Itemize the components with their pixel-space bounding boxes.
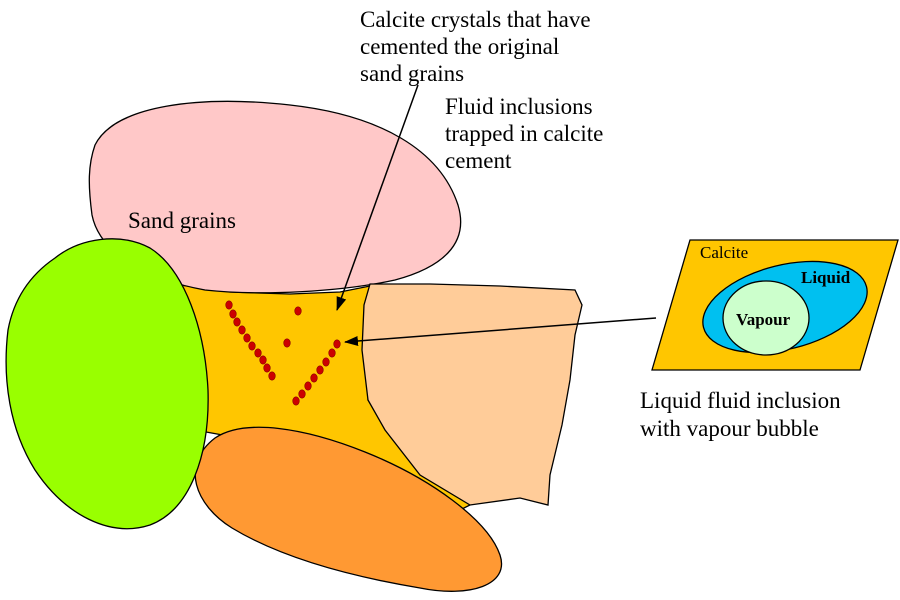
- inclusion-dot: [225, 300, 233, 310]
- fluid-inclusions-label: Fluid inclusions trapped in calcite ceme…: [445, 94, 609, 173]
- arrow-to-inclusions: [336, 84, 419, 311]
- liquid-inclusion-line-2: with vapour bubble: [640, 416, 819, 441]
- inclusion-dot: [316, 365, 324, 375]
- liquid-inclusion-line-1: Liquid fluid inclusion: [640, 388, 841, 413]
- inclusion-dot: [263, 363, 271, 373]
- inset-vapour-bubble: [722, 280, 810, 356]
- inclusion-dot: [233, 317, 241, 327]
- inclusion-dot: [322, 357, 330, 367]
- inclusion-dot: [238, 325, 246, 335]
- inset-calcite-label: Calcite: [700, 243, 748, 262]
- inclusion-dot: [333, 339, 341, 349]
- sand-grain-orange: [194, 426, 503, 592]
- inclusion-dot: [229, 309, 237, 319]
- calcite-crystals-label: Calcite crystals that have cemented the …: [360, 7, 596, 86]
- inclusion-dot: [294, 306, 302, 316]
- arrow-from-inset: [344, 317, 657, 346]
- sand-grain-peach: [361, 283, 583, 506]
- fluid-inclusions-line-1: Fluid inclusions: [445, 94, 593, 119]
- sand-grain-green: [5, 238, 209, 530]
- calcite-crystals-line-2: cemented the original: [360, 34, 559, 59]
- inclusion-dot: [248, 341, 256, 351]
- inset-liquid-label: Liquid: [801, 268, 851, 287]
- fluid-inclusions-line-2: trapped in calcite: [445, 121, 603, 146]
- fluid-inclusions-line-3: cement: [445, 148, 512, 173]
- inclusion-dot: [243, 333, 251, 343]
- sand-grains-label: Sand grains: [128, 208, 236, 233]
- inclusion-dot: [254, 348, 262, 358]
- inclusion-dot: [298, 389, 306, 399]
- fluid-inclusion-dots: [225, 300, 341, 406]
- calcite-crystals-line-1: Calcite crystals that have: [360, 7, 591, 32]
- inclusion-dot: [283, 338, 291, 348]
- inclusion-dot: [268, 371, 276, 381]
- inclusion-dot: [310, 373, 318, 383]
- inclusion-dot: [292, 396, 300, 406]
- inclusion-dot: [259, 355, 267, 365]
- calcite-crystals-line-3: sand grains: [360, 61, 464, 86]
- inset-vapour-label: Vapour: [736, 310, 791, 329]
- inclusion-dot: [328, 348, 336, 358]
- liquid-inclusion-label: Liquid fluid inclusion with vapour bubbl…: [640, 388, 846, 441]
- inclusion-dot: [304, 381, 312, 391]
